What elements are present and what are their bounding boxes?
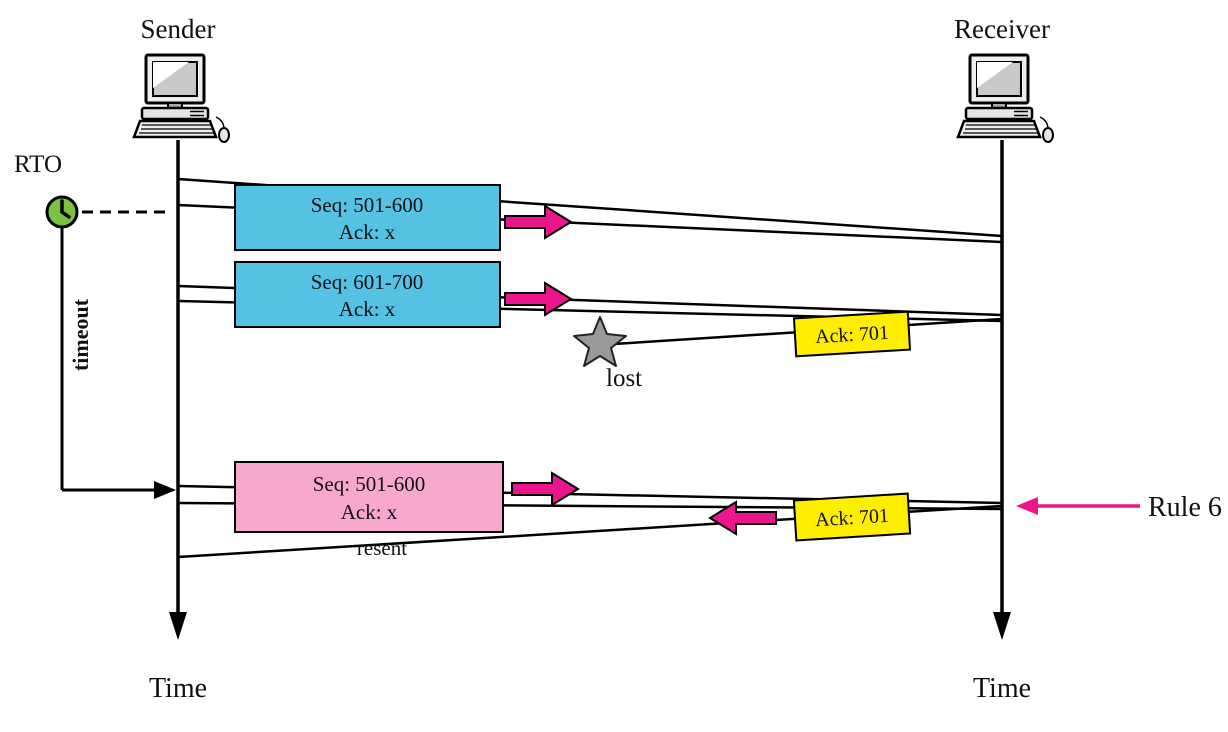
receiver-timeline-arrowhead-icon (993, 612, 1011, 640)
ack2-label: Ack: 701 (815, 505, 890, 531)
segment2-ack-text: Ack: x (339, 297, 396, 321)
segment1-direction-arrow-icon (504, 204, 573, 240)
time-label-right: Time (973, 673, 1031, 704)
sender-computer-icon (132, 53, 231, 144)
segment3-box (234, 461, 504, 533)
segment3-ack-text: Ack: x (341, 500, 398, 524)
segment1-box (234, 184, 501, 251)
rule6-arrowhead-icon (1016, 497, 1038, 515)
segment3-seq-text: Seq: 501-600 (313, 472, 426, 496)
ack2-box (792, 492, 912, 542)
segment3-direction-arrow-icon (511, 471, 580, 507)
segment2-direction-arrow-icon (504, 281, 573, 317)
rto-label: RTO (14, 151, 62, 178)
ack2-group: Ack: 701 (792, 492, 912, 542)
rto-clock-hand-icon (60, 199, 71, 219)
time-label-left: Time (149, 673, 207, 704)
segment1-ack-text: Ack: x (339, 220, 396, 244)
sender-timeline-arrowhead-icon (169, 612, 187, 640)
ack2-direction-arrow-icon (708, 500, 777, 536)
timeout-arrowhead-icon (154, 481, 176, 499)
ack1-label: Ack: 701 (815, 322, 890, 348)
lost-star-icon (573, 316, 627, 367)
ack1-group: Ack: 701 (792, 310, 912, 358)
ack1-box (792, 310, 912, 358)
rule6-label: Rule 6 (1148, 492, 1222, 523)
segment2-seq-text: Seq: 601-700 (311, 270, 424, 294)
sender-label: Sender (141, 14, 216, 44)
segment3-resent-label: resent (357, 536, 407, 560)
timeout-label: timeout (68, 298, 93, 371)
segment1-seq-text: Seq: 501-600 (311, 193, 424, 217)
receiver-label: Receiver (954, 14, 1050, 44)
lost-label: lost (606, 365, 642, 392)
segment2-box (234, 261, 501, 328)
receiver-computer-icon (956, 53, 1055, 144)
